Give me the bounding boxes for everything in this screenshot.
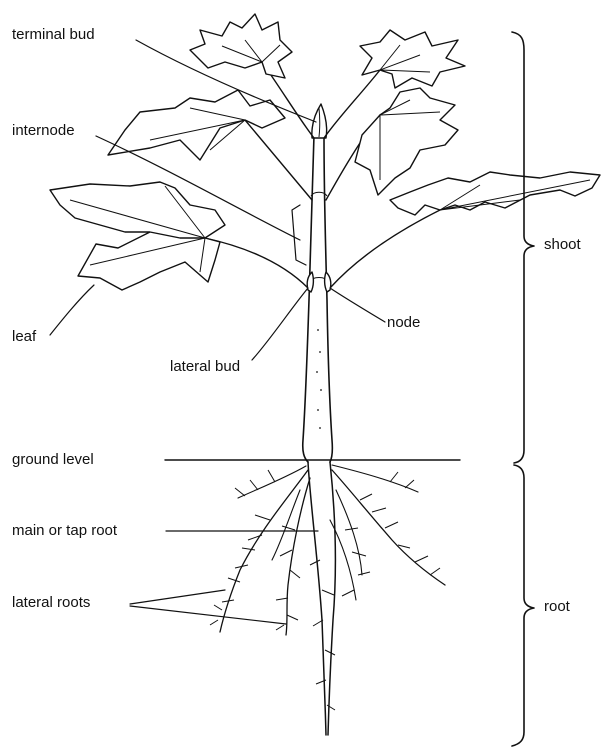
leader-node xyxy=(330,288,385,322)
label-lateral-roots: lateral roots xyxy=(12,594,90,612)
leaf-mid-left xyxy=(108,90,285,160)
leader-leaf xyxy=(50,285,94,335)
leader-lateral-roots-1 xyxy=(130,590,225,604)
label-ground-level: ground level xyxy=(12,451,94,469)
stem xyxy=(303,135,333,462)
lateral-bud-shapes xyxy=(307,272,331,292)
leaf-top-left xyxy=(190,14,292,78)
label-leaf: leaf xyxy=(12,328,36,346)
root-system xyxy=(210,462,445,735)
label-lateral-bud: lateral bud xyxy=(170,358,240,376)
leader-lateral-roots-2 xyxy=(130,606,286,624)
label-shoot: shoot xyxy=(544,236,581,254)
leaf-top-right xyxy=(360,30,465,88)
label-root: root xyxy=(544,598,570,616)
label-internode: internode xyxy=(12,122,75,140)
label-node: node xyxy=(387,314,420,332)
shoot-brace xyxy=(512,32,534,463)
root-brace xyxy=(512,465,534,746)
label-terminal-bud: terminal bud xyxy=(12,26,95,44)
leaf-mid-right xyxy=(355,88,458,195)
leaf-large-right xyxy=(390,172,600,215)
leader-internode-bracket xyxy=(292,205,306,265)
leader-lateral-bud xyxy=(252,288,308,360)
label-main-root: main or tap root xyxy=(12,522,117,540)
